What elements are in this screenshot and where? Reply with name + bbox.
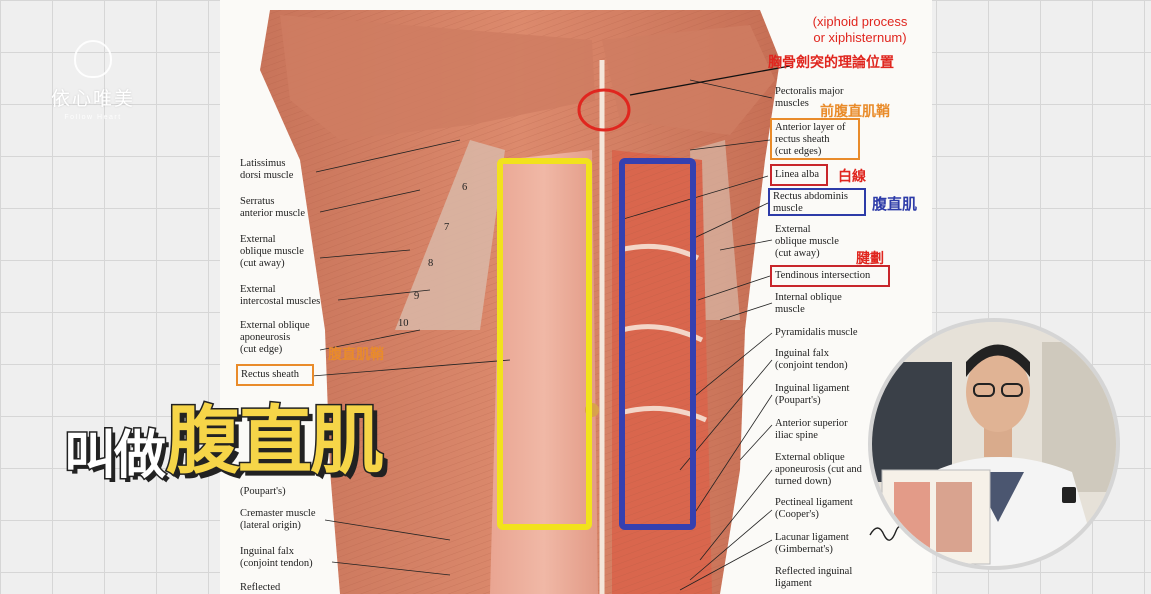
label-ext-intercostal: External intercostal muscles	[240, 284, 321, 307]
linea-alba-box	[770, 164, 828, 186]
channel-name: 依心唯美	[50, 89, 135, 110]
label-pectineal: Pectineal ligament (Cooper's)	[775, 497, 853, 520]
caption-highlight: 腹直肌	[165, 398, 386, 484]
video-caption: 叫做 腹直肌	[62, 396, 385, 488]
rib-number: 7	[444, 222, 450, 233]
rib-number: 10	[398, 318, 409, 329]
label-serratus: Serratus anterior muscle	[240, 196, 306, 219]
rectus-zh: 腹直肌	[872, 196, 918, 213]
label-ext-oblique-apo-right: External oblique aponeurosis (cut and tu…	[775, 452, 862, 487]
label-lacunar: Lacunar ligament (Gimbernat's)	[775, 532, 849, 555]
tendinous-box	[770, 265, 890, 287]
label-rectus-abdominis: Rectus abdominis muscle	[773, 191, 848, 214]
linea-alba-zh: 白線	[838, 168, 866, 184]
label-int-oblique: Internal oblique muscle	[775, 292, 842, 315]
anterior-sheath-box	[770, 118, 860, 160]
rib-number: 9	[414, 291, 420, 302]
label-linea-alba: Linea alba	[775, 169, 820, 180]
channel-tagline: Follow Heart	[64, 114, 122, 121]
abdominal-muscles-drawing	[260, 10, 907, 594]
label-tendinous: Tendinous intersection	[775, 270, 871, 281]
rectus-left-highlight-box	[497, 158, 592, 530]
label-ext-oblique: External oblique muscle (cut away)	[240, 234, 304, 269]
label-cremaster: Cremaster muscle (lateral origin)	[240, 508, 316, 531]
label-inguinal-falx-right: Inguinal falx (conjoint tendon)	[775, 348, 848, 371]
label-inguinal-falx-left: Inguinal falx (conjoint tendon)	[240, 546, 313, 569]
label-pyramidalis: Pyramidalis muscle	[775, 327, 858, 338]
rectus-right-highlight-box	[619, 158, 696, 530]
channel-logo: 依心唯美 Follow Heart	[48, 40, 138, 121]
label-inguinal-ligament: Inguinal ligament (Poupart's)	[775, 383, 850, 406]
rectus-abdominis-box	[768, 188, 866, 216]
label-anterior-sheath: Anterior layer of rectus sheath (cut edg…	[775, 122, 846, 157]
label-latissimus: Latissimus dorsi muscle	[240, 158, 294, 181]
label-rectus-sheath: Rectus sheath	[241, 369, 300, 380]
label-ext-oblique-right: External oblique muscle (cut away)	[775, 224, 839, 259]
rectus-sheath-zh: 腹直肌鞘	[328, 346, 384, 362]
xiphoid-zh-annotation: 胸骨劍突的理論位置	[768, 54, 894, 70]
xiphoid-en-annotation: (xiphoid process or xiphisternum)	[812, 14, 908, 45]
caption-prefix: 叫做	[62, 426, 167, 487]
label-pectoralis: Pectoralis major muscles	[775, 86, 844, 109]
presenter-webcam	[868, 318, 1120, 570]
tendinous-zh: 腱劃	[856, 250, 884, 266]
rib-number: 6	[462, 182, 468, 193]
presenter-video-frame	[872, 322, 1116, 566]
label-poupart: (Poupart's)	[240, 486, 286, 497]
label-ext-oblique-apo: External oblique aponeurosis (cut edge)	[240, 320, 310, 355]
anatomy-illustration: 6 7 8 9 10 Latissimus dorsi muscle Serra…	[220, 0, 932, 594]
rectus-sheath-box	[236, 364, 314, 386]
label-asis: Anterior superior iliac spine	[775, 418, 848, 441]
rib-number: 8	[428, 258, 434, 269]
anterior-sheath-zh: 前腹直肌鞘	[820, 103, 890, 119]
label-reflected: Reflected	[240, 582, 281, 593]
label-reflected-inguinal: Reflected inguinal ligament	[775, 566, 853, 589]
heart-logo-icon	[74, 40, 112, 78]
